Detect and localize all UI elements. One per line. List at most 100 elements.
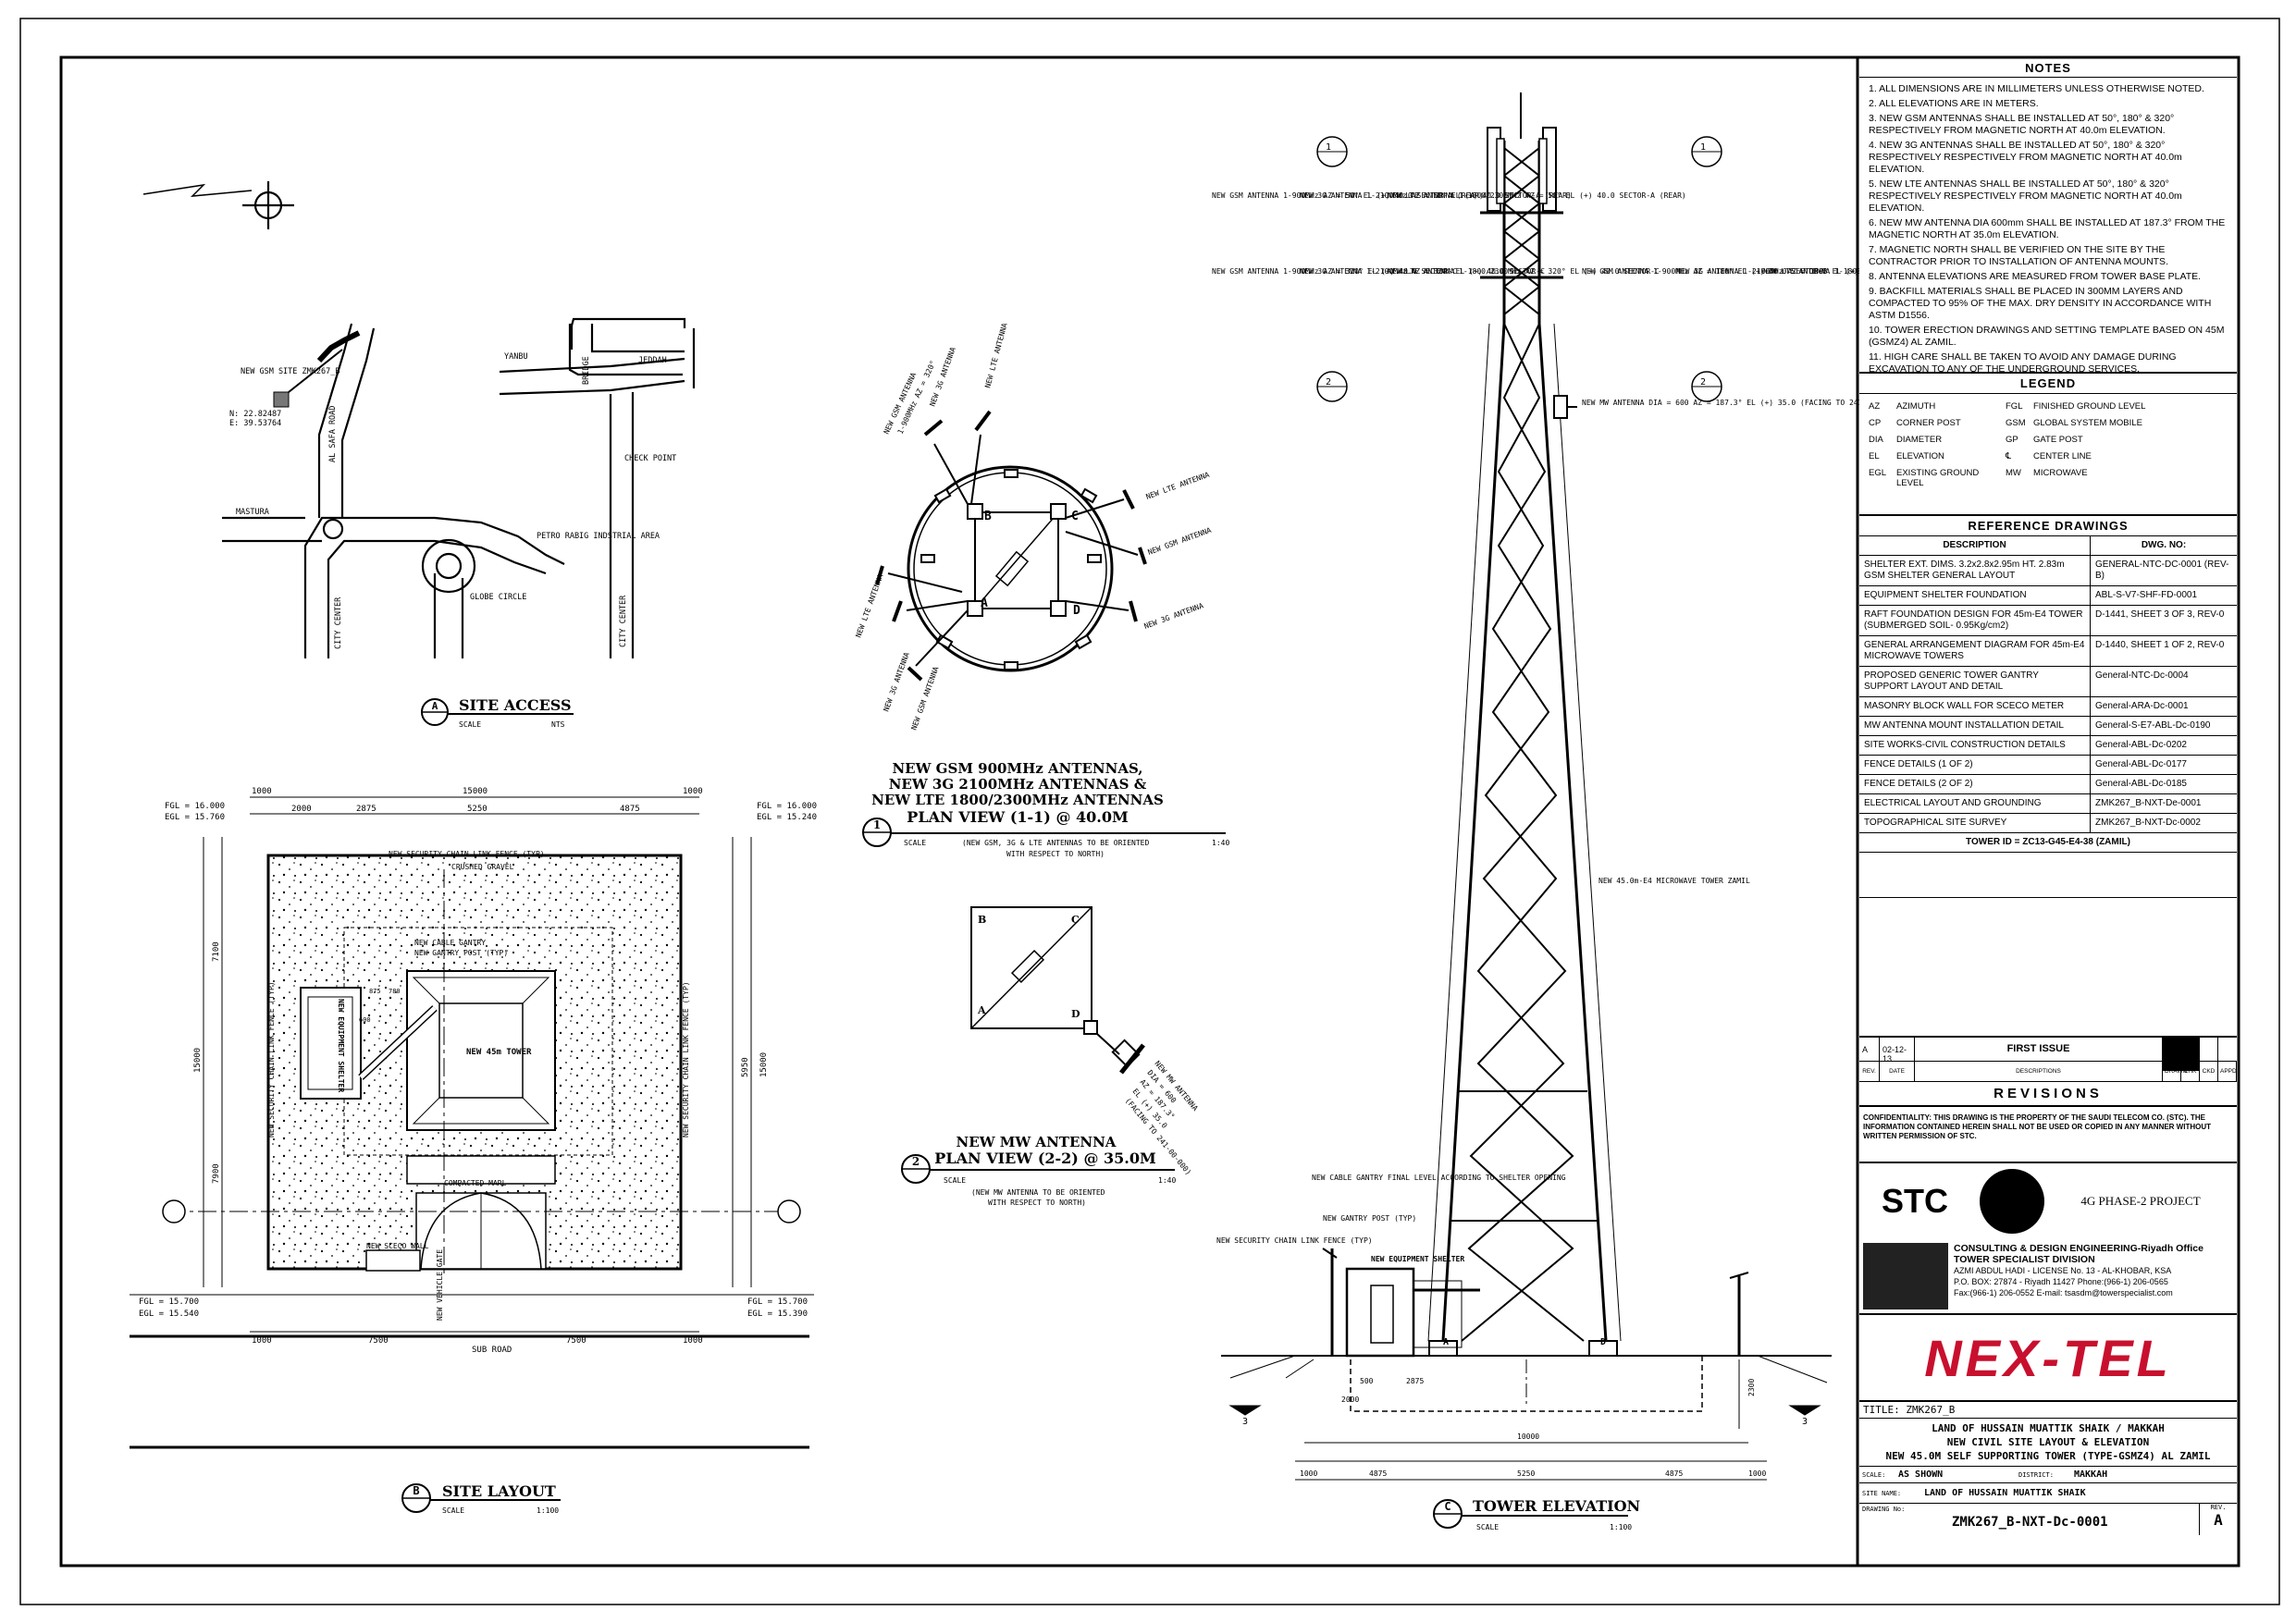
egl-bl: EGL = 15.540	[139, 1309, 199, 1319]
ant-b-2: NEW 3G ANTENNA 1-2100MHz AZ = 180° EL (+…	[1676, 267, 1921, 276]
rev-header: DRAWN	[2163, 1062, 2187, 1081]
site-layout-title-text: SITE LAYOUT	[442, 1482, 556, 1500]
map-label-mastura: MASTURA	[236, 508, 269, 517]
title-line-1: LAND OF HUSSAIN MUATTIK SHAIK / MAKKAH	[1932, 1422, 2165, 1434]
p1-ant-label-3: NEW 3G ANTENNA	[928, 346, 957, 408]
notes-list: 1. ALL DIMENSIONS ARE IN MILLIMETERS UNL…	[1859, 78, 2237, 384]
map-label-jeddah: JEDDAH	[638, 356, 667, 365]
drawing-title-label: TITLE: ZMK267_B	[1859, 1402, 2237, 1419]
dim-875: 875	[369, 988, 381, 995]
drawing-no-label: DRAWING No:	[1862, 1506, 1906, 1513]
ref-desc: GENERAL ARRANGEMENT DIAGRAM FOR 45m-E4 M…	[1859, 636, 2091, 666]
consultant-line3: AZMI ABDUL HADI - LICENSE No. 13 - AL-KH…	[1954, 1266, 2172, 1275]
egl-br: EGL = 15.390	[747, 1309, 808, 1319]
ant-c-2: NEW 3G ANTENNA 1-2100MHz AZ = 320° EL (+…	[1300, 267, 1545, 276]
dim-left-3: 15000	[193, 1048, 203, 1073]
legend-cell: CENTER LINE	[2033, 451, 2092, 461]
legend-cell: EGL	[1869, 468, 1887, 478]
stc-logo: STC	[1882, 1182, 1948, 1220]
plan1-t4: PLAN VIEW (1-1) @ 40.0M	[907, 808, 1128, 826]
plan-view-1-title: NEW GSM 900MHz ANTENNAS, NEW 3G 2100MHz …	[862, 760, 1229, 847]
legend-cell: GSM	[2006, 418, 2026, 428]
rev-header: REV.	[1859, 1062, 1880, 1081]
map-label-circle: GLOBE CIRCLE	[470, 593, 526, 602]
consultant-panel: CONSULTING & DESIGN ENGINEERING-Riyadh O…	[1859, 1239, 2237, 1315]
sceco-label: NEW SCECO WALL	[366, 1242, 429, 1250]
p1-ant-label-5: NEW LTE ANTENNA	[1145, 471, 1211, 501]
p1-ant-label-4: NEW LTE ANTENNA	[983, 322, 1008, 388]
legend-cell: EL	[1869, 451, 1880, 461]
fence-right-label: NEW SECURITY CHAIN LINK FENCE (TYP)	[682, 981, 690, 1137]
title-line-2: NEW CIVIL SITE LAYOUT & ELEVATION	[1946, 1436, 2150, 1448]
map-label-city2: CITY CENTER	[619, 595, 628, 647]
dim-bot-2: 7500	[368, 1336, 389, 1346]
p2-corner-a: A	[977, 1004, 986, 1016]
legend-cell: FINISHED GROUND LEVEL	[2033, 401, 2146, 412]
note-item: 10. TOWER ERECTION DRAWINGS AND SETTING …	[1869, 325, 2225, 348]
legend-cell: ELEVATION	[1896, 451, 1944, 461]
note-item: 8. ANTENNA ELEVATIONS ARE MEASURED FROM …	[1869, 271, 2202, 282]
map-label-petro: PETRO RABIG INDSTRIAL AREA	[537, 532, 660, 541]
note-item: 7. MAGNETIC NORTH SHALL BE VERIFIED ON T…	[1869, 244, 2168, 267]
ant-c-1: NEW GSM ANTENNA 1-900MHz AZ = 320° EL (+…	[1212, 267, 1457, 276]
tdim-b1: 1000	[1300, 1469, 1317, 1478]
note-item: 6. NEW MW ANTENNA DIA 600mm SHALL BE INS…	[1869, 217, 2226, 240]
fence-label: NEW SECURITY CHAIN LINK FENCE (TYP)	[389, 850, 545, 858]
dim-bot-1: 1000	[252, 1336, 272, 1346]
ref-desc: RAFT FOUNDATION DESIGN FOR 45m-E4 TOWER …	[1859, 606, 2091, 635]
ref-desc: MASONRY BLOCK WALL FOR SCECO METER	[1859, 697, 2091, 716]
legend-cell: AZIMUTH	[1896, 401, 1936, 412]
dim-600: 600	[359, 1016, 371, 1024]
scale-value: AS SHOWN	[1898, 1469, 1944, 1480]
fgl-tr: FGL = 16.000	[757, 802, 817, 811]
ref-dwg: GENERAL-NTC-DC-0001 (REV-B)	[2095, 559, 2229, 581]
legend-cell: ℄	[2006, 451, 2012, 461]
site-access-map	[142, 181, 696, 658]
map-label-new-site: NEW GSM SITE ZMK267_B	[241, 367, 339, 376]
legend-cell: EXISTING GROUND LEVEL	[1896, 468, 1980, 488]
reference-row: FENCE DETAILS (1 OF 2)General-ABL-Dc-017…	[1859, 755, 2237, 774]
tower-label: NEW 45m TOWER	[466, 1048, 532, 1057]
plan1-note: (NEW GSM, 3G & LTE ANTENNAS TO BE ORIENT…	[962, 839, 1149, 847]
reference-row: FENCE DETAILS (2 OF 2)General-ABL-Dc-018…	[1859, 774, 2237, 793]
reference-rows: SHELTER EXT. DIMS. 3.2x2.8x2.95m HT. 2.8…	[1859, 555, 2237, 832]
p2-corner-c: C	[1071, 914, 1080, 926]
gantry-post-label: NEW GANTRY POST (TYP)	[414, 949, 508, 957]
tower-corner-a: A	[1443, 1337, 1449, 1347]
dim-right-2: 15000	[759, 1052, 769, 1077]
tdim-10000: 10000	[1517, 1432, 1539, 1441]
plan1-t2: NEW 3G 2100MHz ANTENNAS &	[889, 776, 1147, 793]
plan-view-2	[970, 906, 1145, 1075]
tower-elev-scale: 1:100	[1610, 1523, 1632, 1531]
site-access-scale: NTS	[551, 720, 565, 729]
tower-elev-letter: C	[1444, 1500, 1450, 1513]
consultant-line5: Fax:(966-1) 206-0552 E-mail: tsasdm@towe…	[1954, 1288, 2173, 1297]
plan-view-2-title: NEW MW ANTENNA PLAN VIEW (2-2) @ 35.0M 2…	[901, 1134, 1176, 1185]
sub-road-label: SUB ROAD	[472, 1346, 512, 1355]
plan1-note-2: WITH RESPECT TO NORTH)	[1006, 850, 1105, 858]
title-panel: TITLE: ZMK267_B LAND OF HUSSAIN MUATTIK …	[1859, 1402, 2237, 1564]
plan2-note: (NEW MW ANTENNA TO BE ORIENTED	[971, 1188, 1105, 1197]
site-access-scale-label: SCALE	[459, 720, 481, 729]
legend-cell: AZ	[1869, 401, 1881, 412]
notes-panel: NOTES 1. ALL DIMENSIONS ARE IN MILLIMETE…	[1859, 59, 2237, 375]
ref-desc: EQUIPMENT SHELTER FOUNDATION	[1859, 586, 2091, 605]
note-item: 4. NEW 3G ANTENNAS SHALL BE INSTALLED AT…	[1869, 140, 2182, 175]
plan2-t1: NEW MW ANTENNA	[957, 1134, 1117, 1150]
scale-label: SCALE:	[1862, 1470, 1886, 1479]
legend-cell: CORNER POST	[1896, 418, 1961, 428]
dim-top-1: 1000	[252, 787, 272, 796]
plan1-scale: 1:40	[1212, 839, 1229, 847]
rev-value: A	[2214, 1511, 2223, 1529]
tower-id: TOWER ID = ZC13-G45-E4-38 (ZAMIL)	[1966, 837, 2130, 847]
plan1-t1: NEW GSM 900MHz ANTENNAS,	[892, 760, 1142, 777]
p1-ant-label-7: NEW 3G ANTENNA	[1143, 601, 1205, 631]
tower-main-label: NEW 45.0m-E4 MICROWAVE TOWER ZAMIL	[1599, 877, 1750, 885]
consultant-logo-icon	[1863, 1243, 1948, 1309]
reference-panel: REFERENCE DRAWINGS DESCRIPTION DWG. NO: …	[1859, 516, 2237, 898]
